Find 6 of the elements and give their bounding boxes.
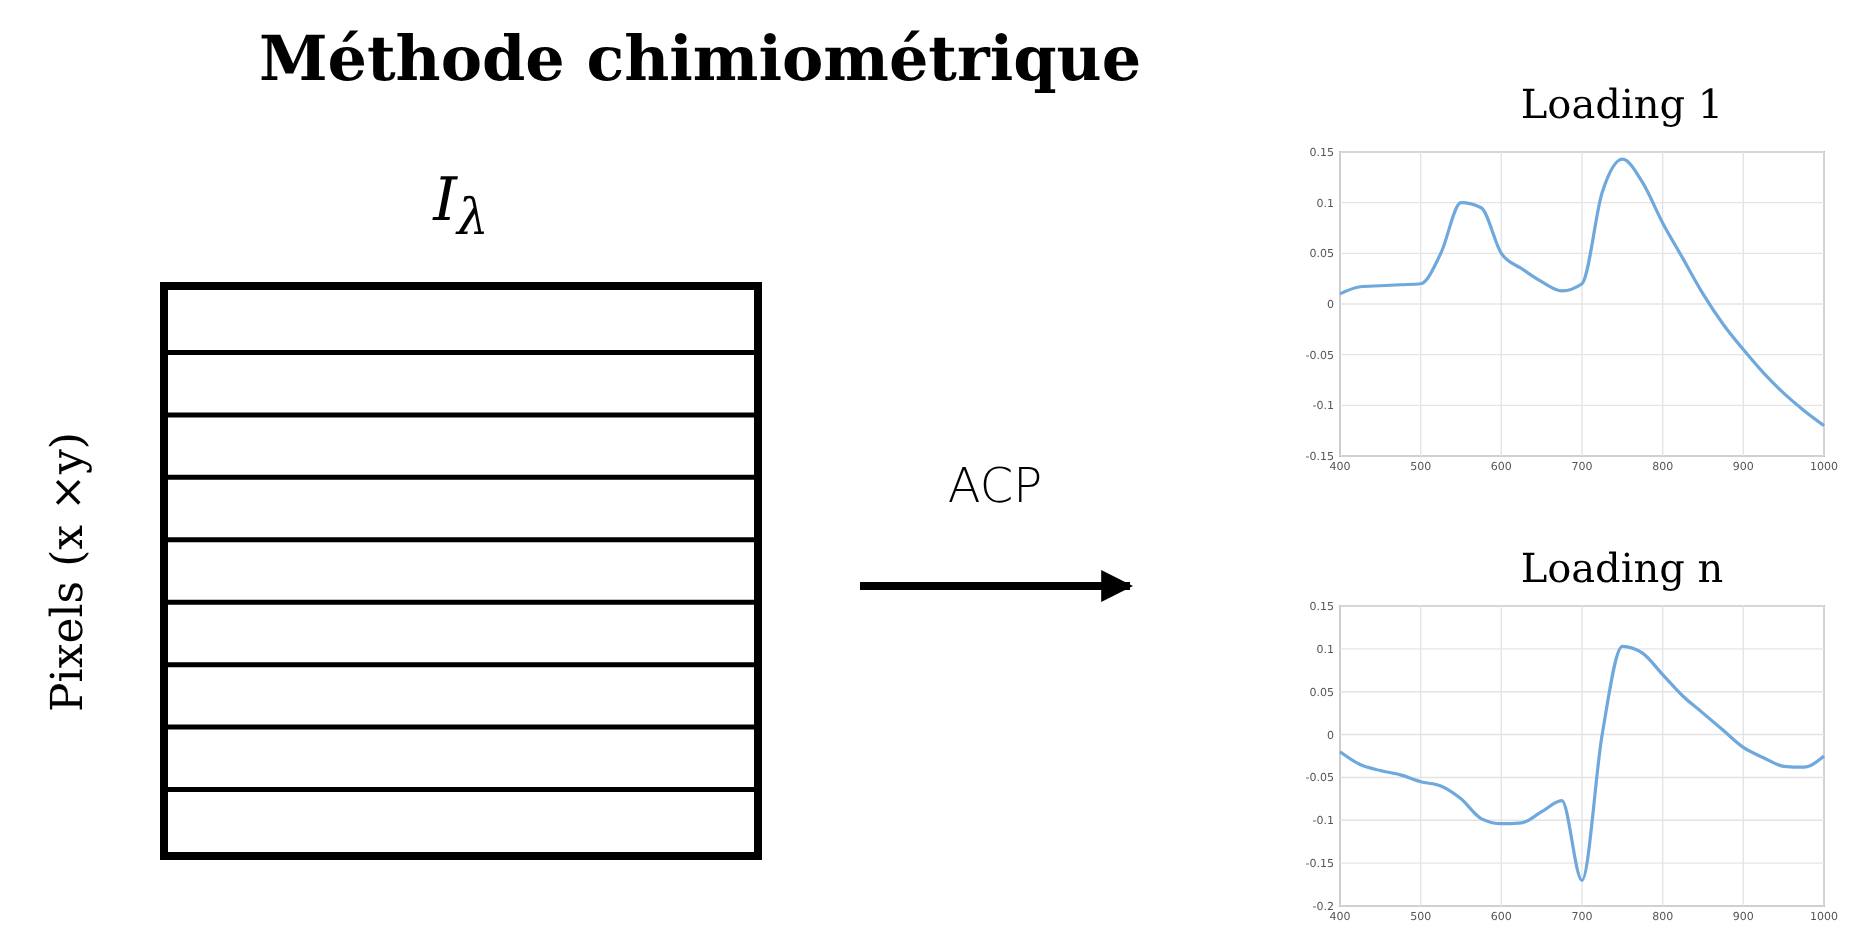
matrix-heading: I$_{λ}$ [433,166,489,246]
chart-title: Loading 1 [1520,80,1724,128]
axis-label: Pixels (x ×y) [44,430,94,711]
chart-title: Loading n [1520,544,1724,592]
diagram-title: Méthode chimiométrique [256,24,1144,96]
matrix-grid [160,282,762,860]
